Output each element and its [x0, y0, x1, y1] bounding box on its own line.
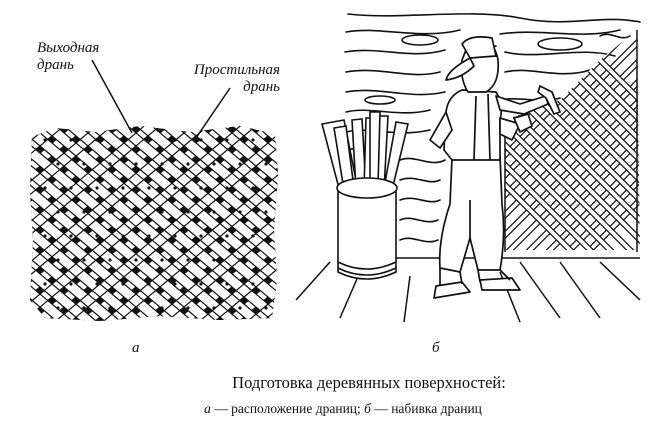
label-base-line2: дрань [243, 79, 280, 95]
caption-letter-b: б [364, 401, 371, 416]
label-base-line1: Простильная [193, 62, 280, 78]
label-outlet-lath: Выходная дрань [37, 40, 99, 74]
bucket-with-laths [321, 111, 409, 280]
leader-line-outlet [91, 59, 133, 134]
caption-letter-a: а [204, 401, 211, 416]
caption-text-a: — расположение драниц; [210, 401, 365, 416]
caption-title: Подготовка деревянных поверхностей: [232, 373, 506, 392]
lath-lattice-a [30, 126, 278, 321]
wall-background-b [344, 13, 641, 243]
caption-subtitle: а — расположение драниц; б — набивка дра… [0, 401, 658, 417]
panel-letter-a: а [132, 340, 140, 356]
panel-letter-b: б [432, 340, 440, 356]
leader-line-base [195, 87, 231, 139]
label-outlet-line2: дрань [37, 57, 74, 73]
label-outlet-line1: Выходная [37, 40, 100, 56]
label-base-lath: Простильная дрань [172, 62, 280, 96]
caption-text-b: — набивка драниц [370, 401, 482, 416]
worker-figure [429, 36, 561, 299]
